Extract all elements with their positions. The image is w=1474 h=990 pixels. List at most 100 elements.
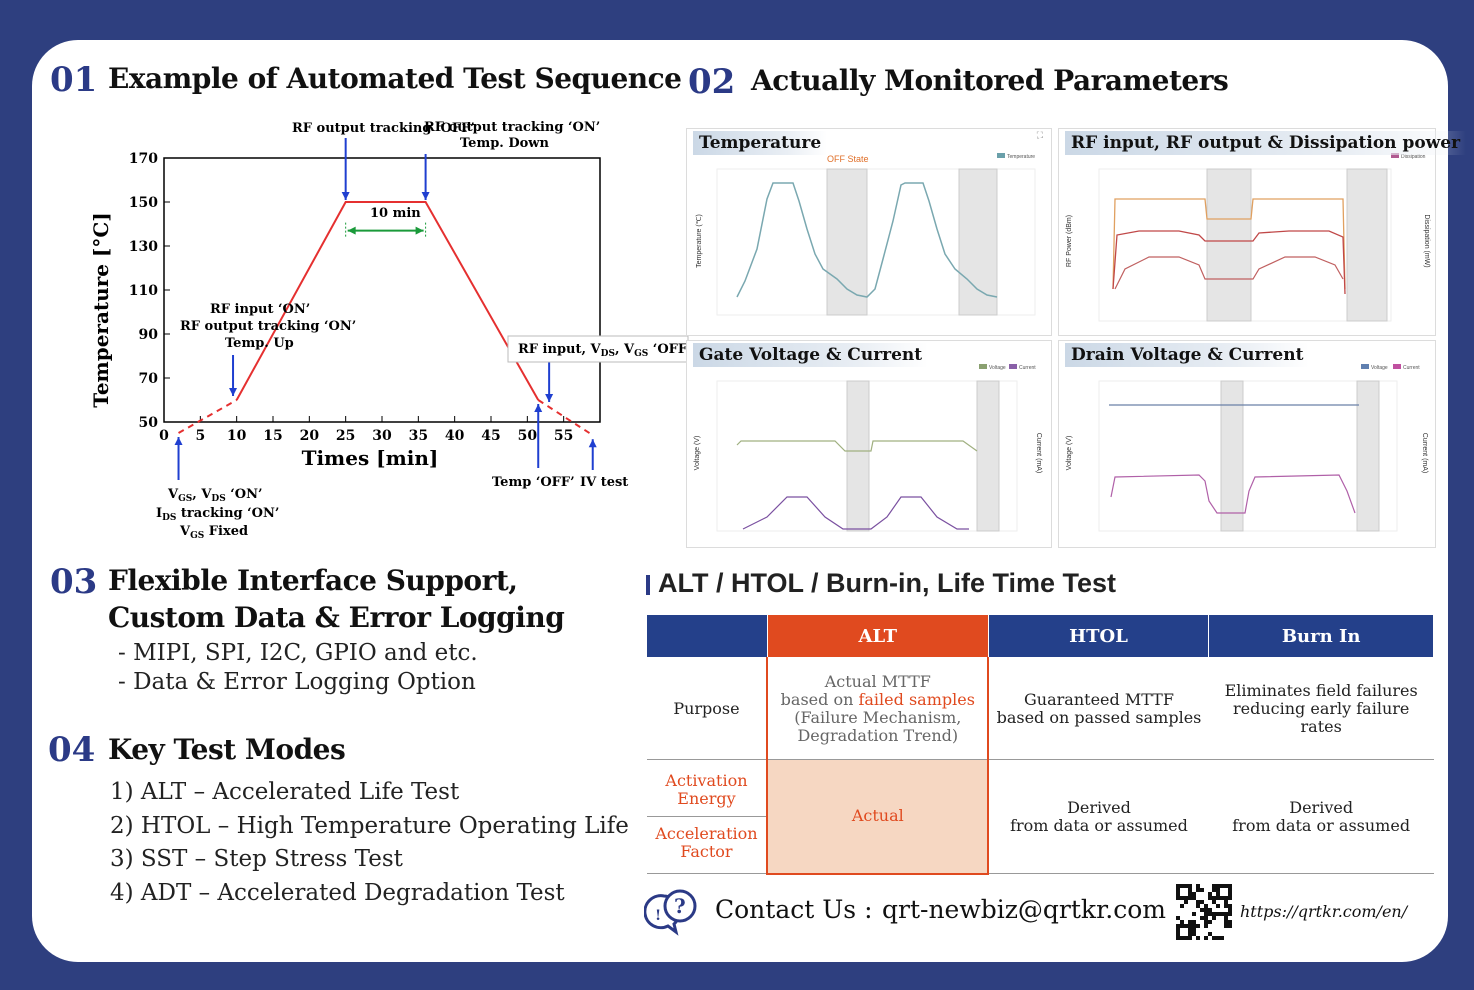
interface-item: - MIPI, SPI, I2C, GPIO and etc. xyxy=(118,640,478,666)
contact-icon: ? ! xyxy=(644,889,697,936)
gate-plot: Voltage Current Voltage (V) Current (mA) xyxy=(694,364,1042,532)
section-04-title: Key Test Modes xyxy=(108,733,346,766)
x-tick-label: 10 xyxy=(227,428,247,444)
table-corner xyxy=(646,614,768,658)
logging-item: - Data & Error Logging Option xyxy=(118,669,476,695)
arrow-temp-off-head xyxy=(534,404,543,412)
section-02-number: 02 xyxy=(688,62,736,102)
energy-alt: Actual xyxy=(766,759,990,875)
y-tick-label: 110 xyxy=(129,283,158,299)
x-tick-label: 0 xyxy=(159,428,169,444)
panel-title-drain: Drain Voltage & Current xyxy=(1065,343,1310,367)
x-tick-label: 15 xyxy=(263,428,282,444)
label-rf-on: RF output tracking ‘ON’ xyxy=(424,120,600,135)
y-tick-label: 130 xyxy=(129,239,158,255)
mode-item-adt: 4) ADT – Accelerated Degradation Test xyxy=(110,880,565,906)
legend-temperature: Temperature xyxy=(1007,154,1035,160)
y-axis-label: Temperature [°C] xyxy=(89,212,113,408)
qr-code-icon[interactable] xyxy=(1176,884,1232,940)
x-tick-label: 5 xyxy=(195,428,205,444)
purpose-alt: Actual MTTF based on failed samples (Fai… xyxy=(766,657,990,760)
y-tick-label: 90 xyxy=(139,327,159,343)
plot-frame xyxy=(163,157,601,423)
temperature-y-label: Temperature (℃) xyxy=(696,214,703,268)
panel-gate: Voltage Current Voltage (V) Current (mA)… xyxy=(686,340,1052,548)
svg-text:?: ? xyxy=(674,894,686,918)
legend-gate-current: Current xyxy=(1019,365,1036,371)
energy-htol: Derived from data or assumed xyxy=(988,759,1209,874)
y-tick-label: 150 xyxy=(129,195,158,211)
energy-burn-in: Derived from data or assumed xyxy=(1208,759,1434,874)
label-rf-input-off: RF input, VDS, VGS ‘OFF’ xyxy=(518,342,690,359)
legend-dissipation: Dissipation xyxy=(1401,154,1426,160)
x-tick-label: 55 xyxy=(554,428,573,444)
mode-item-alt: 1) ALT – Accelerated Life Test xyxy=(110,779,460,805)
y-tick-label: 50 xyxy=(139,415,159,431)
arrow-vgs-on-head xyxy=(174,437,183,445)
dwell-arrow-left xyxy=(347,226,356,235)
table-heading: ALT / HTOL / Burn-in, Life Time Test xyxy=(658,568,1117,598)
section-01-number: 01 xyxy=(50,60,98,100)
col-htol: HTOL xyxy=(987,614,1210,658)
svg-text:!: ! xyxy=(655,908,661,924)
label-vgs-fixed: VGS Fixed xyxy=(179,524,248,541)
panel-rf-power: Dissipation RF Power (dBm) Dissipation (… xyxy=(1058,128,1467,336)
contact-url[interactable]: https://qrtkr.com/en/ xyxy=(1240,902,1408,921)
drain-y2-label: Current (mA) xyxy=(1421,433,1428,473)
arrow-rf-on-head xyxy=(421,192,430,200)
x-axis-label: Times [min] xyxy=(302,446,439,470)
rf-off-box xyxy=(507,335,689,363)
off-state-label: OFF State xyxy=(827,154,869,164)
contact-label: Contact Us : xyxy=(715,895,873,924)
y-tick-label: 70 xyxy=(139,371,159,387)
sequence-line-1 xyxy=(178,399,238,434)
rf-y-label: RF Power (dBm) xyxy=(1066,215,1073,267)
arrow-iv-test-head xyxy=(588,439,597,448)
rf-y2-label: Dissipation (mW) xyxy=(1423,214,1430,267)
legend-drain-voltage: Voltage xyxy=(1371,365,1388,371)
panel-title-rf: RF input, RF output & Dissipation power xyxy=(1065,131,1467,155)
arrow-rf-input-off-head xyxy=(545,394,554,402)
x-tick-label: 30 xyxy=(372,428,392,444)
x-tick-label: 45 xyxy=(481,428,500,444)
gate-y-label: Voltage (V) xyxy=(694,436,701,471)
life-test-table: ALT HTOL Burn In Purpose Actual MTTF bas… xyxy=(646,614,1434,875)
x-tick-label: 20 xyxy=(300,428,320,444)
panel-title-gate: Gate Voltage & Current xyxy=(693,343,929,367)
expand-icon[interactable]: ⛶ xyxy=(1036,131,1043,141)
section-03-title-2: Custom Data & Error Logging xyxy=(108,601,565,634)
purpose-burn-in: Eliminates field failures reducing early… xyxy=(1208,657,1434,760)
mode-item-htol: 2) HTOL – High Temperature Operating Lif… xyxy=(110,813,629,839)
drain-plot: Voltage Current Voltage (V) Current (mA) xyxy=(1066,364,1428,532)
x-tick-label: 50 xyxy=(518,428,538,444)
drain-y-label: Voltage (V) xyxy=(1066,436,1073,471)
mode-item-sst: 3) SST – Step Stress Test xyxy=(110,846,403,872)
y-tick-label: 170 xyxy=(129,151,158,167)
section-03-number: 03 xyxy=(50,562,98,602)
arrow-temp-up-head xyxy=(229,388,238,396)
label-vgs-vds-on: VGS, VDS ‘ON’ xyxy=(167,487,263,504)
row-purpose-label: Purpose xyxy=(646,657,768,760)
sequence-line-0 xyxy=(235,201,540,401)
section-01-title: Example of Automated Test Sequence xyxy=(108,62,682,95)
label-iv-test: IV test xyxy=(580,475,628,490)
col-burn-in: Burn In xyxy=(1208,614,1434,658)
rf-power-plot: Dissipation RF Power (dBm) Dissipation (… xyxy=(1066,153,1430,322)
panel-temperature: OFF State Temperature Temperature (℃) Te… xyxy=(686,128,1052,336)
label-ids-tracking: IDS tracking ‘ON’ xyxy=(156,506,279,523)
x-tick-label: 40 xyxy=(445,428,465,444)
gate-y2-label: Current (mA) xyxy=(1035,433,1042,473)
label-rf-input-on: RF input ‘ON’ xyxy=(210,302,310,317)
legend-drain-current: Current xyxy=(1403,365,1420,371)
dwell-arrow-right xyxy=(415,226,424,235)
section-03-title-1: Flexible Interface Support, xyxy=(108,564,518,597)
label-rf-off: RF output tracking ‘OFF’ xyxy=(292,121,475,136)
label-temp-down: Temp. Down xyxy=(460,136,549,151)
contact-email[interactable]: qrt-newbiz@qrtkr.com xyxy=(882,895,1166,924)
label-dwell: 10 min xyxy=(370,206,421,221)
panel-title-temperature: Temperature xyxy=(693,131,828,155)
heading-bar xyxy=(646,575,650,595)
panel-drain: Voltage Current Voltage (V) Current (mA)… xyxy=(1058,340,1436,548)
